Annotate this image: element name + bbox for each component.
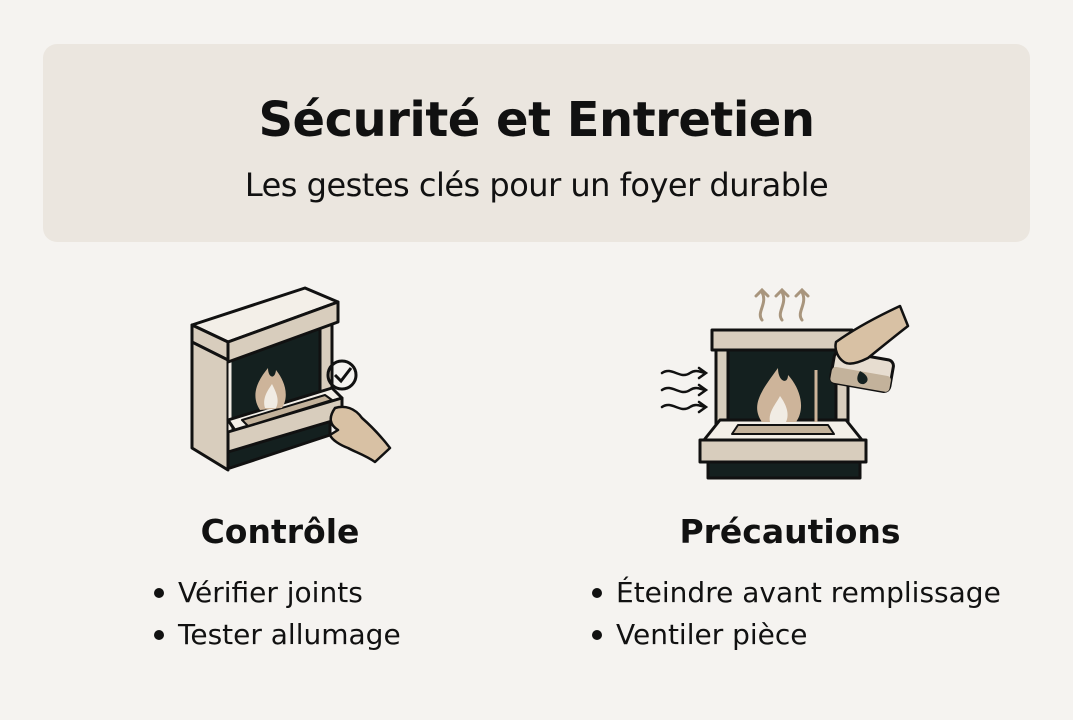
section-title-precautions: Précautions — [679, 512, 901, 551]
list-item: Éteindre avant remplissage — [592, 572, 1001, 614]
bullet-icon — [154, 630, 164, 640]
page-subtitle: Les gestes clés pour un foyer durable — [244, 166, 829, 204]
fireplace-refill-ventilate-icon — [650, 280, 910, 480]
controle-list: Vérifier joints Tester allumage — [154, 572, 401, 656]
fireplace-check-icon — [180, 280, 400, 480]
list-item: Vérifier joints — [154, 572, 401, 614]
section-title-controle: Contrôle — [200, 512, 360, 551]
bullet-icon — [592, 630, 602, 640]
bullet-icon — [592, 588, 602, 598]
bullet-icon — [154, 588, 164, 598]
page-title: Sécurité et Entretien — [258, 92, 815, 148]
list-item: Tester allumage — [154, 614, 401, 656]
header-card: Sécurité et Entretien Les gestes clés po… — [43, 44, 1030, 242]
precautions-list: Éteindre avant remplissage Ventiler pièc… — [592, 572, 1001, 656]
list-item: Ventiler pièce — [592, 614, 1001, 656]
